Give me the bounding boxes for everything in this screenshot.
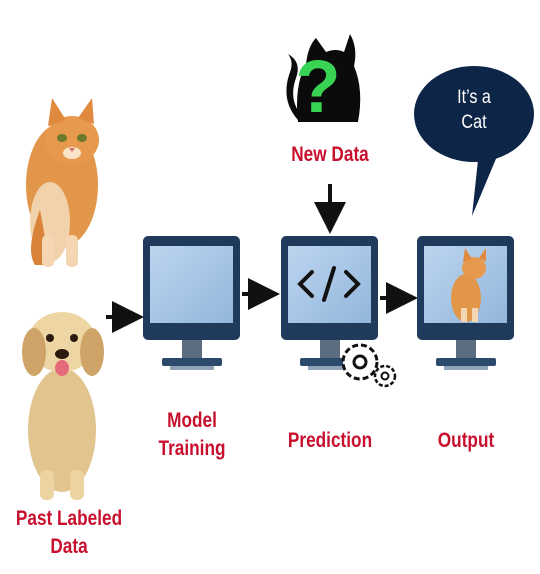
label-line: Data	[50, 535, 88, 559]
speech-bubble-line: Cat	[461, 111, 487, 133]
gear-icon	[341, 343, 397, 388]
puppy-photo	[22, 312, 104, 500]
arrow-icon	[106, 184, 418, 333]
code-icon	[297, 266, 361, 302]
speech-bubble-line: It’s a	[457, 87, 491, 108]
output-label: Output	[437, 429, 495, 452]
kitten-photo	[26, 98, 99, 267]
new-data-label: New Data	[291, 143, 369, 166]
label-line: Training	[158, 437, 226, 461]
black-cat-question-icon: ?	[286, 34, 361, 128]
speech-bubble	[414, 66, 534, 216]
kitten-photo	[451, 248, 486, 322]
monitor-icon	[417, 236, 514, 370]
model-training-label: Model Training	[143, 407, 241, 464]
label-line: Past Labeled	[15, 507, 123, 530]
label-line: Model	[167, 409, 217, 432]
svg-text:?: ?	[295, 45, 340, 128]
prediction-label: Prediction	[287, 429, 373, 452]
past-labeled-data-label: Past Labeled Data	[8, 505, 131, 562]
speech-bubble-text: It’s a Cat	[432, 86, 517, 135]
monitor-icon	[143, 236, 240, 370]
